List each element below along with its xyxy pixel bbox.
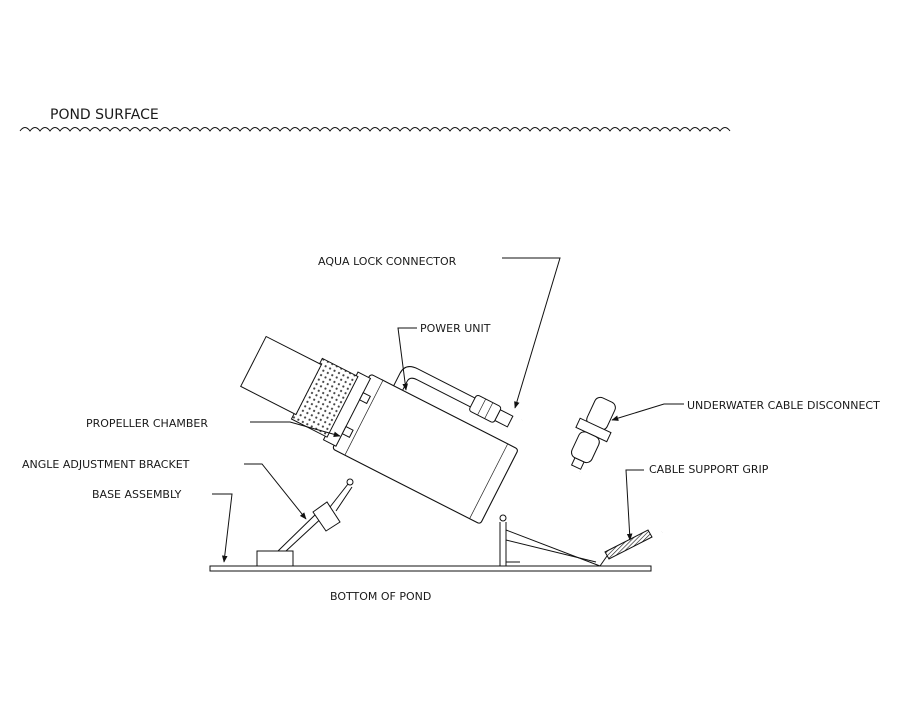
angle-adjustment-strut xyxy=(277,478,354,552)
label-cable-support-grip: CABLE SUPPORT GRIP xyxy=(649,463,769,476)
leader-angle-bracket xyxy=(244,463,307,520)
aerator-unit xyxy=(240,335,518,524)
pond-bottom-label: BOTTOM OF POND xyxy=(330,590,431,603)
label-aqua-lock-connector: AQUA LOCK CONNECTOR xyxy=(318,255,457,268)
label-power-unit: POWER UNIT xyxy=(420,322,491,335)
label-angle-adjustment-bracket: ANGLE ADJUSTMENT BRACKET xyxy=(22,458,190,471)
leader-cable-grip xyxy=(625,469,644,541)
pond-surface-label: POND SURFACE xyxy=(50,107,159,123)
label-base-assembly: BASE ASSEMBLY xyxy=(92,488,182,501)
rear-support-leg xyxy=(499,514,601,567)
discharge-tube xyxy=(240,335,323,416)
leader-base-assembly xyxy=(212,493,233,563)
leader-aqua-lock xyxy=(502,257,561,409)
cable-support-grip xyxy=(604,529,653,560)
leader-power-unit xyxy=(397,327,417,391)
leader-cable-disconnect xyxy=(611,403,684,421)
label-propeller-chamber: PROPELLER CHAMBER xyxy=(86,417,208,430)
pond-bottom-plate xyxy=(209,565,652,572)
underwater-cable-disconnect xyxy=(570,396,616,470)
leader-propeller-chamber xyxy=(250,421,341,437)
base-block xyxy=(256,550,294,567)
label-underwater-cable-disconnect: UNDERWATER CABLE DISCONNECT xyxy=(687,399,880,412)
pond-surface-waves xyxy=(19,127,731,132)
